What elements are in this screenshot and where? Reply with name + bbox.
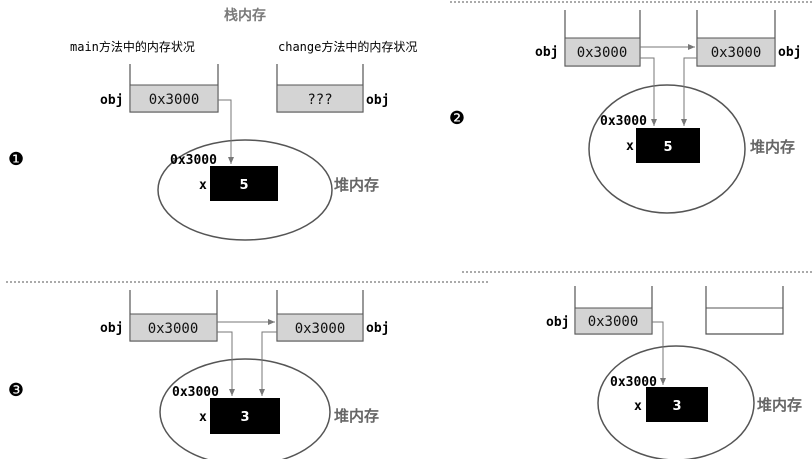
heap-label: 堆内存: [750, 138, 795, 156]
change-method-caption: change方法中的内存状况: [278, 39, 417, 54]
change-ref-arrow: [259, 331, 277, 396]
main-ref-arrow: [218, 99, 234, 164]
field-x-value: 3: [240, 410, 249, 425]
panel-3: 0x3000 obj 0x3000 obj 3 x 0x3000 堆内存 ❸: [8, 290, 389, 459]
field-x-value: 3: [672, 399, 681, 414]
change-obj-label: obj: [366, 93, 389, 108]
stack-title: 栈内存: [224, 7, 266, 24]
change-obj-cell: [696, 37, 776, 67]
step-badge-1: ❶: [8, 149, 24, 170]
change-obj-cell: [276, 84, 364, 113]
change-obj-label: obj: [778, 45, 801, 60]
panel-2: 0x3000 obj 0x3000 obj 5 x 0x3000 堆内存 ❷: [449, 10, 801, 214]
heap-label: 堆内存: [757, 396, 802, 414]
change-stack-frame-empty: [705, 286, 784, 335]
heap-object: [646, 387, 708, 422]
main-obj-label: obj: [100, 321, 123, 336]
main-obj-ref: 0x3000: [577, 45, 628, 61]
main-ref-arrow: [640, 57, 657, 126]
step-badge-2: ❷: [449, 108, 465, 129]
heap-address: 0x3000: [610, 375, 657, 390]
heap-object: [636, 128, 700, 163]
panel-1: 栈内存 main方法中的内存状况 change方法中的内存状况 0x3000 o…: [8, 7, 417, 241]
field-x-label: x: [626, 139, 634, 154]
field-x-value: 5: [239, 178, 248, 193]
step-badge-3: ❸: [8, 380, 24, 401]
main-obj-ref: 0x3000: [148, 321, 199, 337]
change-obj-ref: 0x3000: [295, 321, 346, 337]
main-obj-cell: [129, 313, 218, 342]
main-obj-ref: 0x3000: [588, 314, 639, 330]
heap-address: 0x3000: [172, 385, 219, 400]
field-x-label: x: [199, 178, 207, 193]
change-obj-ref: ???: [307, 92, 332, 108]
change-obj-cell: [276, 313, 364, 342]
heap-address: 0x3000: [170, 153, 217, 168]
main-obj-cell: [564, 37, 641, 67]
main-ref-arrow: [217, 331, 235, 396]
main-obj-label: obj: [535, 45, 558, 60]
main-obj-label: obj: [100, 93, 123, 108]
heap-label: 堆内存: [334, 176, 379, 194]
field-x-label: x: [199, 410, 207, 425]
change-obj-ref: 0x3000: [711, 45, 762, 61]
field-x-label: x: [634, 399, 642, 414]
main-ref-arrow: [652, 321, 666, 385]
heap-address: 0x3000: [600, 114, 647, 129]
change-obj-label: obj: [366, 321, 389, 336]
main-obj-cell: [574, 307, 653, 335]
main-obj-label: obj: [546, 315, 569, 330]
panel-4: 0x3000 obj 3 x 0x3000 堆内存: [546, 286, 802, 459]
main-obj-cell: [129, 84, 219, 113]
change-ref-arrow: [681, 57, 697, 126]
heap-object: [210, 166, 278, 201]
heap-label: 堆内存: [334, 407, 379, 425]
main-method-caption: main方法中的内存状况: [70, 39, 195, 54]
main-obj-ref: 0x3000: [149, 92, 200, 108]
field-x-value: 5: [663, 140, 672, 155]
heap-object: [210, 398, 280, 434]
